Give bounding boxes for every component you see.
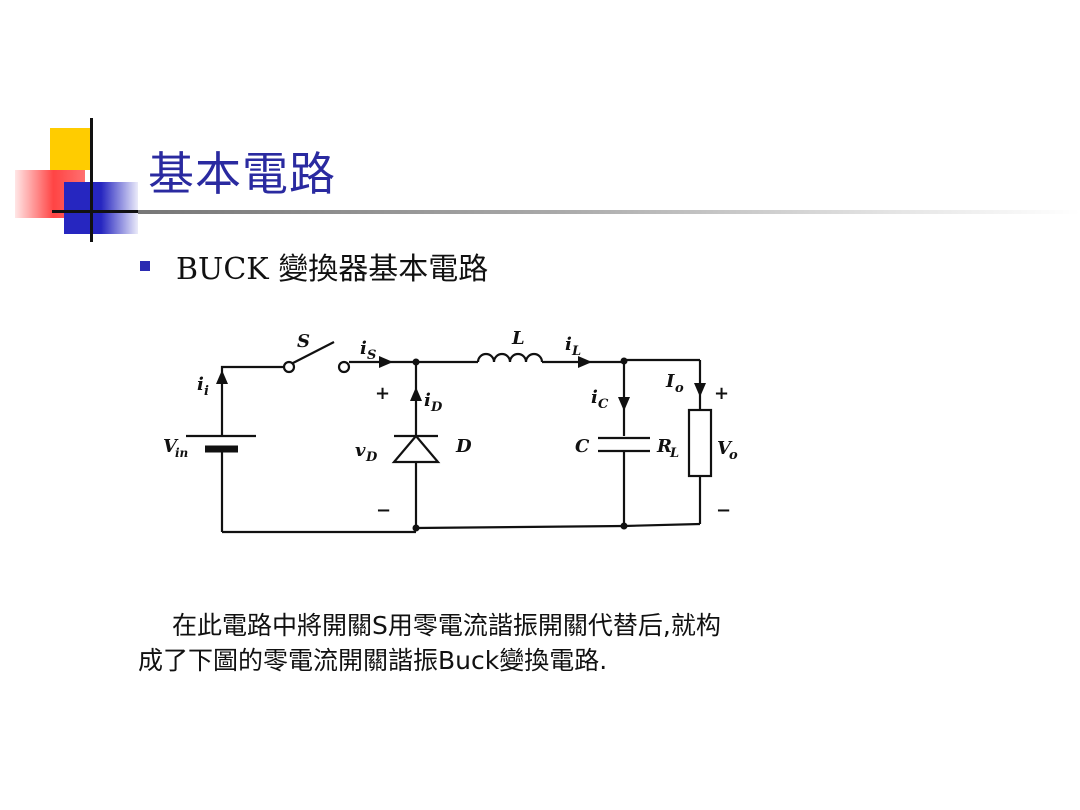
label-output-voltage: V — [717, 438, 733, 459]
diode-triangle — [391, 434, 441, 464]
label-output-voltage-sub: o — [729, 448, 738, 463]
bullet-square-icon — [140, 261, 150, 271]
label-inductor-current-sub: L — [571, 344, 581, 359]
bullet-text: BUCK 變換器基本電路 — [176, 252, 489, 287]
switch-blade — [292, 341, 335, 364]
label-input-current: i — [197, 374, 204, 395]
node-dot — [412, 524, 420, 532]
label-input-voltage-sub: in — [175, 446, 188, 460]
label-diode-voltage-sub: D — [365, 450, 378, 465]
node-dot — [620, 357, 628, 365]
label-switch-current-sub: S — [367, 348, 376, 363]
description-paragraph: 在此電路中將開關S用零電流諧振開關代替后,就构 成了下圖的零電流開關諧振Buck… — [138, 608, 858, 678]
label-inductor: L — [511, 328, 525, 349]
wire-left — [220, 365, 283, 532]
inductor-coil — [476, 352, 544, 363]
node-dot — [620, 522, 628, 530]
label-diode-plus: + — [375, 383, 390, 404]
corner-blue-square — [64, 182, 138, 234]
arrow-diode-current-icon — [410, 387, 422, 401]
label-input-voltage: V — [163, 436, 179, 457]
arrow-input-current-icon — [216, 370, 228, 384]
label-capacitor: C — [575, 436, 590, 457]
switch-contact-right — [337, 360, 351, 374]
label-inductor-current: i — [565, 334, 572, 355]
switch-contact-left — [282, 360, 296, 374]
label-output-plus: + — [714, 383, 729, 404]
buck-circuit-diagram: S i S L i L i i V in v D i D D i C C R L… — [163, 328, 738, 534]
wire-bottom — [222, 522, 701, 534]
arrow-inductor-current-icon — [578, 356, 592, 368]
label-cap-current: i — [591, 387, 598, 408]
label-switch-current: i — [360, 338, 367, 359]
load-resistor — [687, 408, 713, 478]
label-diode-voltage: v — [355, 440, 366, 461]
arrow-switch-current-icon — [379, 356, 393, 368]
label-diode: D — [455, 436, 472, 457]
title-underline — [138, 210, 1080, 214]
label-diode-current: i — [424, 390, 431, 411]
paragraph-line-1: 在此電路中將開關S用零電流諧振開關代替后,就构 — [172, 611, 721, 640]
arrow-cap-current-icon — [618, 397, 630, 411]
label-output-current: I — [665, 371, 675, 392]
label-diode-current-sub: D — [430, 400, 443, 415]
label-cap-current-sub: C — [598, 397, 609, 412]
corner-yellow-square — [50, 128, 90, 170]
paragraph-line-2: 成了下圖的零電流開關諧振Buck變換電路. — [138, 646, 608, 675]
bullet-item: BUCK 變換器基本電路 — [140, 246, 489, 287]
node-dot — [412, 358, 420, 366]
label-load-sub: L — [669, 446, 679, 461]
label-input-current-sub: i — [204, 384, 209, 399]
corner-vertical-line — [90, 118, 93, 242]
corner-horizontal-line — [52, 210, 147, 213]
arrow-output-current-icon — [694, 383, 706, 397]
label-diode-minus: − — [376, 500, 391, 521]
label-output-current-sub: o — [675, 381, 684, 396]
label-load: R — [656, 436, 672, 457]
page-title: 基本電路 — [148, 147, 336, 201]
label-output-minus: − — [716, 500, 731, 521]
label-switch: S — [297, 331, 310, 352]
